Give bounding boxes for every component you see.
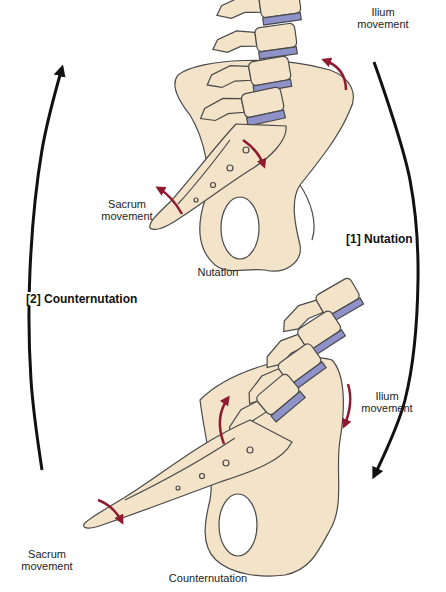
- sacral-foramen: [194, 198, 198, 202]
- movement-label: Ilium movement: [352, 6, 414, 30]
- sacrum-bone: [84, 420, 292, 528]
- figure-panel: Counternutation: [42, 300, 374, 592]
- nutation-pelvis: [150, 0, 354, 271]
- bone-contour: [300, 185, 314, 240]
- ilium-motion-arrow: [344, 384, 350, 426]
- sacral-foramen: [200, 474, 205, 479]
- vertebral-process: [211, 28, 257, 54]
- obturator-foramen: [219, 494, 257, 556]
- ilium-motion-arrow: [324, 60, 346, 90]
- sacrum-motion-arrow: [243, 140, 264, 166]
- sacral-foramen: [223, 460, 229, 466]
- movement-label: Sacrum movement: [16, 548, 78, 572]
- sacral-crest: [125, 438, 235, 500]
- figure-panel: Nutation: [62, 0, 374, 292]
- sacral-crest: [178, 140, 230, 204]
- movement-label: Ilium movement: [356, 390, 418, 414]
- sacrum-bone: [150, 124, 286, 229]
- phase-label: [1] Nutation: [346, 232, 413, 246]
- figure-caption: Nutation: [62, 266, 374, 278]
- counternutation-pelvis: [84, 277, 365, 576]
- vertebral-process: [215, 0, 261, 20]
- movement-label: Sacrum movement: [96, 198, 158, 222]
- sacral-foramen: [247, 447, 253, 453]
- vertebral-process: [198, 95, 245, 124]
- sacrum-motion-arrow: [98, 500, 122, 522]
- figure-caption: Counternutation: [42, 572, 374, 584]
- sacrum-motion-arrow: [158, 188, 182, 214]
- motion-arrows: [158, 60, 346, 214]
- obturator-foramen: [221, 197, 259, 259]
- vertebral-process: [205, 63, 252, 90]
- cycle-arrow: [29, 68, 62, 470]
- sacrum-motion-arrow: [220, 398, 228, 444]
- phase-label: [2] Counternutation: [26, 292, 137, 306]
- sacral-foramen: [227, 165, 233, 171]
- intervertebral-disc: [271, 391, 305, 422]
- intervertebral-disc: [263, 13, 302, 25]
- sacral-foramen: [243, 147, 249, 153]
- motion-arrows: [98, 384, 350, 522]
- sacral-foramen: [211, 183, 216, 188]
- sacral-foramen: [176, 486, 180, 490]
- intervertebral-disc: [247, 110, 286, 126]
